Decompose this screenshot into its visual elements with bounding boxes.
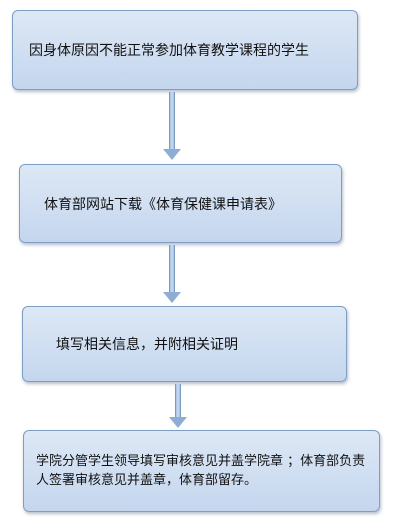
down-arrow-3-head [169, 417, 187, 428]
down-arrow-1-shaft [169, 92, 175, 149]
down-arrow-2-head [163, 292, 181, 303]
down-arrow-1-head [163, 149, 181, 160]
flow-step-1: 因身体原因不能正常参加体育教学课程的学生 [12, 10, 358, 90]
down-arrow-1 [163, 92, 181, 160]
down-arrow-3 [169, 384, 187, 428]
down-arrow-2 [163, 245, 181, 303]
flow-step-4: 学院分管学生领导填写审核意见并盖学院章 ；体育部负责人签署审核意见并盖章，体育部… [23, 430, 380, 512]
down-arrow-3-shaft [175, 384, 181, 417]
flow-step-3: 填写相关信息，并附相关证明 [22, 306, 347, 382]
flow-step-3-label: 填写相关信息，并附相关证明 [56, 337, 238, 353]
flow-step-2-label: 体育部网站下载《体育保健课申请表》 [44, 196, 282, 213]
flow-step-2: 体育部网站下载《体育保健课申请表》 [19, 164, 342, 243]
flow-step-1-label: 因身体原因不能正常参加体育教学课程的学生 [29, 43, 309, 59]
flow-step-4-label: 学院分管学生领导填写审核意见并盖学院章 ；体育部负责人签署审核意见并盖章，体育部… [36, 454, 366, 488]
down-arrow-2-shaft [169, 245, 175, 292]
